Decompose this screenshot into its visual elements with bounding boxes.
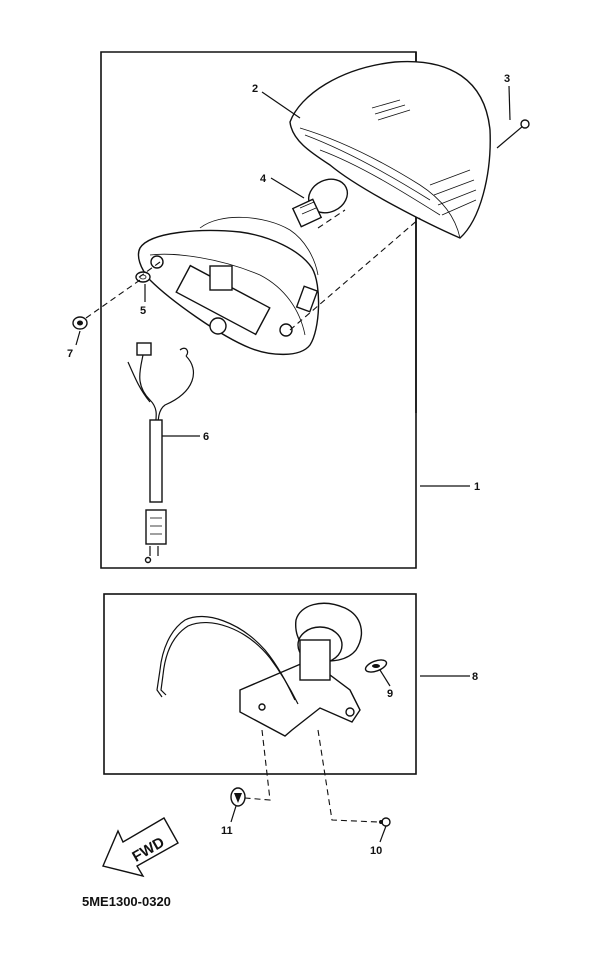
screw-part	[496, 119, 530, 149]
leader-lines	[75, 85, 511, 843]
diagram-code: 5ME1300-0320	[82, 894, 171, 909]
forward-direction-arrow: FWD	[102, 817, 179, 878]
callout-4: 4	[260, 173, 267, 185]
callout-1: 1	[474, 481, 480, 493]
washer-part	[135, 271, 151, 283]
callout-10: 10	[370, 845, 382, 857]
callout-3: 3	[504, 73, 510, 85]
callout-5: 5	[140, 305, 146, 317]
callout-7: 7	[67, 348, 73, 360]
housing-part	[137, 216, 320, 356]
callout-11: 11	[221, 825, 233, 837]
assembly-8-border	[103, 593, 417, 775]
wire-harness-part	[127, 342, 195, 564]
bulb-part	[291, 178, 349, 228]
callout-2: 2	[252, 83, 258, 95]
nut-10-part	[379, 817, 391, 827]
callout-9: 9	[387, 688, 393, 700]
callout-8: 8	[472, 671, 478, 683]
screw-11-part	[230, 787, 246, 807]
lens-part	[289, 60, 491, 239]
callout-6: 6	[203, 431, 209, 443]
nut-part	[72, 316, 88, 330]
grommet-part	[364, 659, 388, 673]
license-light-part	[156, 602, 363, 737]
